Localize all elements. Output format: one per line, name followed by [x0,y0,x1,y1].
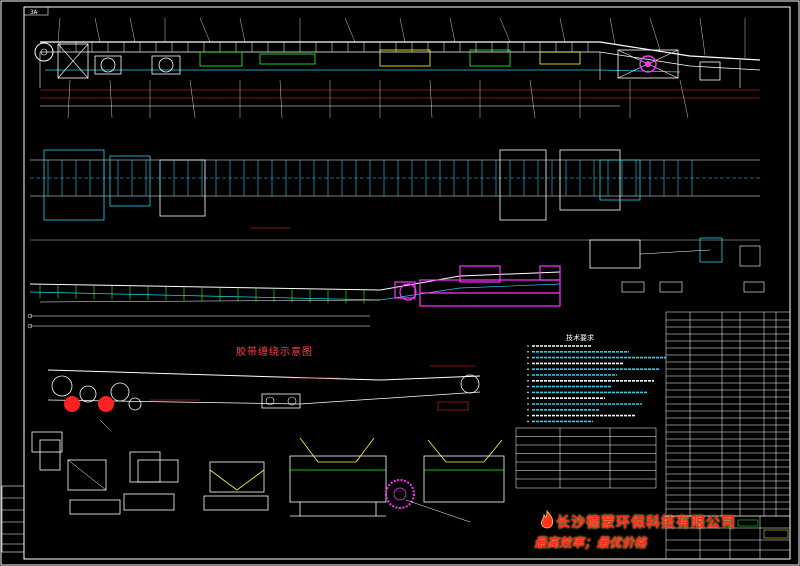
plan-view [30,149,765,293]
inclined-view [27,265,561,329]
elevation-view [34,17,761,119]
company-logo [541,510,554,529]
winding-diagram-title: 胶带缠绕示意图 [236,347,313,358]
left-margin-stamps [1,485,25,553]
technical-notes [527,345,666,423]
company-slogan: 最高效率；最优价格 [534,535,647,550]
frame-tag-box [23,6,49,16]
inner-frame [23,6,791,560]
spec-table [515,427,657,489]
bottom-details [31,431,505,523]
technical-notes-title: 技术要求 [566,334,594,342]
belt-winding-diagram [47,365,481,431]
bill-of-materials [665,311,791,517]
title-block [665,515,791,560]
frame-tag: 3A [30,9,38,16]
company-name: 长沙德蒙环保科技有限公司 [556,515,736,531]
